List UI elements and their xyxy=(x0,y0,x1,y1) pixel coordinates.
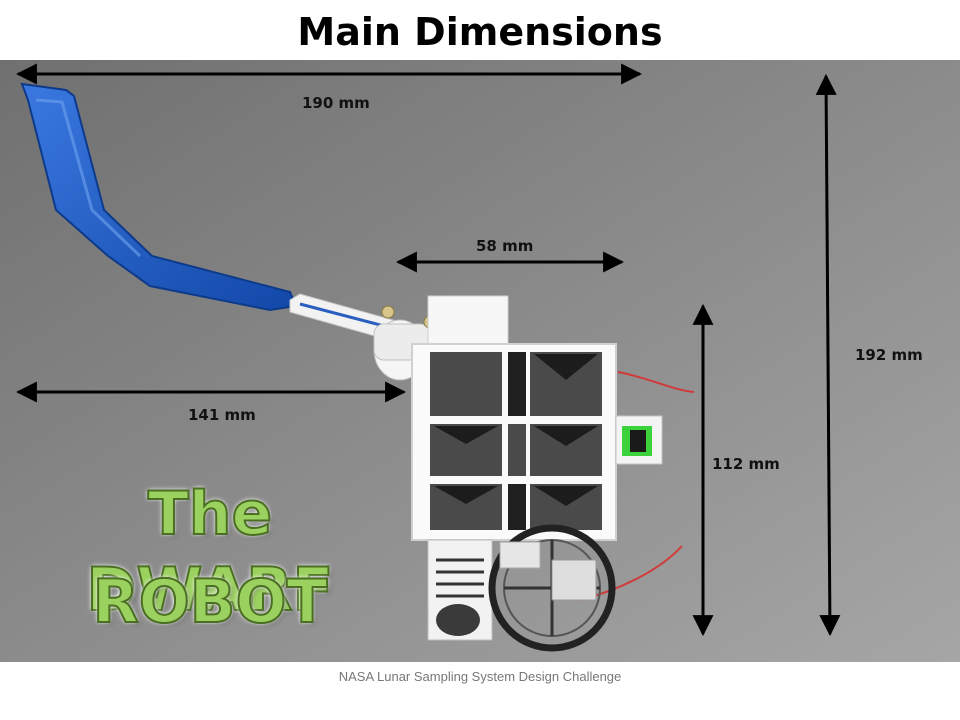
robot-render xyxy=(0,60,960,662)
label-body-width: 58 mm xyxy=(476,237,534,255)
robot-name-line-1: The DWARF xyxy=(86,478,335,626)
robot-body xyxy=(411,295,695,601)
scoop-arm xyxy=(20,82,401,343)
label-body-height: 112 mm xyxy=(712,455,780,473)
arrow-total-height xyxy=(815,73,841,637)
robot-name-line-2: ROBOT xyxy=(92,566,329,638)
footer-caption: NASA Lunar Sampling System Design Challe… xyxy=(338,669,622,684)
label-total-length: 190 mm xyxy=(302,94,370,112)
page-title: Main Dimensions xyxy=(297,10,663,54)
robot-wheels xyxy=(427,524,616,652)
dimension-arrows xyxy=(15,63,841,637)
robot-diagram: 190 mm 58 mm 192 mm 141 mm 112 mm The DW… xyxy=(0,60,960,662)
label-total-height: 192 mm xyxy=(855,346,923,364)
label-arm-reach: 141 mm xyxy=(188,406,256,424)
